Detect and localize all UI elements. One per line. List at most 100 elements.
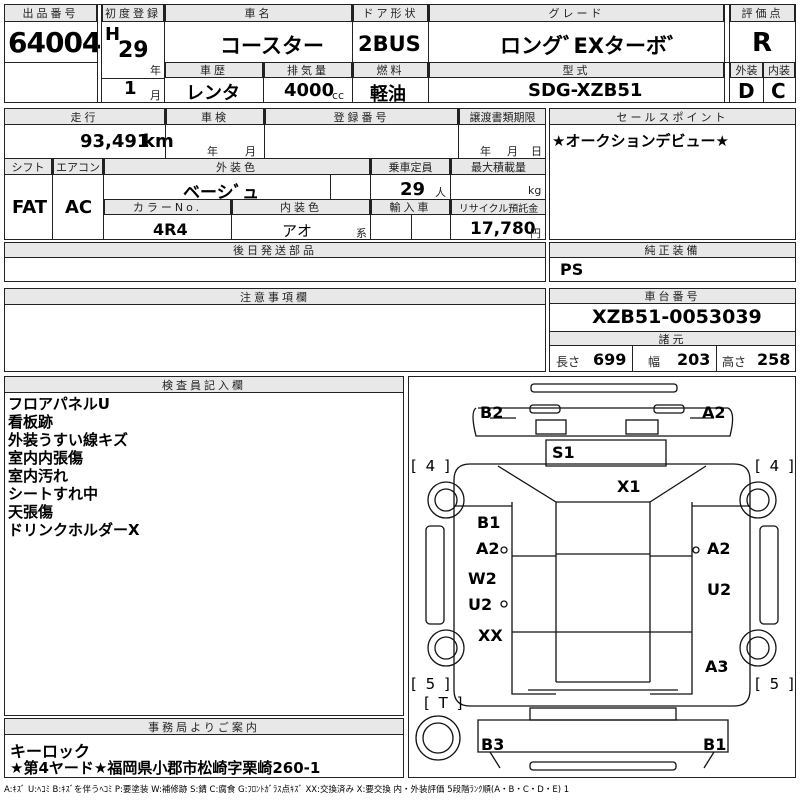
damage-mark: A2 bbox=[702, 403, 726, 422]
later-parts-label: 後日発送部品 bbox=[4, 242, 546, 258]
inspector-note: 天張傷 bbox=[8, 503, 54, 521]
length: 699 bbox=[593, 350, 627, 369]
inspector-note: シートすれ中 bbox=[8, 485, 99, 503]
sales-point-panel bbox=[549, 108, 796, 240]
inspection-label: 車検 bbox=[166, 108, 264, 125]
capacity-unit: 人 bbox=[435, 186, 446, 199]
damage-mark: S1 bbox=[552, 443, 575, 462]
exterior-grade: D bbox=[738, 79, 755, 103]
ext-color-label: 外装色 bbox=[104, 158, 370, 175]
ac-label: エアコン bbox=[53, 158, 103, 175]
fuel: 軽油 bbox=[370, 84, 406, 105]
score: R bbox=[752, 28, 773, 58]
recycle-fee: 17,780 bbox=[470, 219, 536, 239]
height: 258 bbox=[757, 350, 791, 369]
int-color: アオ bbox=[282, 222, 313, 240]
recycle-label: リサイクル預託金 bbox=[451, 199, 546, 215]
tr-month-unit: 月 bbox=[507, 145, 518, 158]
damage-mark: U2 bbox=[707, 580, 732, 599]
mileage-unit: km bbox=[143, 131, 174, 152]
damage-mark: B2 bbox=[480, 403, 504, 422]
office-line-1: キーロック bbox=[10, 742, 91, 761]
dims-label: 諸元 bbox=[549, 331, 796, 346]
chassis-number: XZB51-0053039 bbox=[592, 306, 762, 328]
lot-number: 64004 bbox=[8, 26, 101, 59]
inspector-panel bbox=[4, 376, 404, 716]
shift: FAT bbox=[12, 197, 48, 218]
spare-tire: [ T ] bbox=[424, 694, 465, 712]
recycle-unit: 円 bbox=[530, 227, 541, 240]
tire-depth: 4 bbox=[425, 457, 438, 475]
transfer-deadline-label: 譲渡書類期限 bbox=[459, 108, 546, 125]
inspector-note: フロアパネルU bbox=[8, 395, 110, 413]
tire-rear-right: [ 5 ] bbox=[755, 675, 796, 693]
tire-depth: 4 bbox=[769, 457, 782, 475]
height-label: 高さ bbox=[722, 355, 747, 369]
inspector-notes: フロアパネルU 看板跡 外装うすい線キズ 室内内張傷 室内汚れ シートすれ中 天… bbox=[8, 395, 140, 539]
reg-number-label: 登録番号 bbox=[265, 108, 458, 125]
reg-month: 1 bbox=[124, 78, 137, 99]
tire-front-right: [ 4 ] bbox=[755, 457, 796, 475]
inspector-label: 検査員記入欄 bbox=[4, 376, 404, 393]
month-unit: 月 bbox=[150, 89, 161, 102]
office-line-2: ★第4ヤード★福岡県小郡市松崎字栗崎260-1 bbox=[10, 759, 321, 777]
lot-number-label: 出品番号 bbox=[4, 4, 97, 22]
tr-year-unit: 年 bbox=[480, 145, 491, 158]
sales-point-label: セールスポイント bbox=[549, 108, 796, 125]
width: 203 bbox=[677, 350, 711, 369]
mileage-label: 走行 bbox=[4, 108, 165, 125]
spare-tire-label: T bbox=[438, 694, 450, 712]
door-label: ドア形状 bbox=[353, 4, 428, 22]
damage-mark: B1 bbox=[703, 735, 727, 754]
displacement-unit: cc bbox=[332, 89, 345, 102]
damage-mark: A3 bbox=[705, 657, 729, 676]
grade-label: グレード bbox=[429, 4, 724, 22]
inspector-note: 室内汚れ bbox=[8, 467, 69, 485]
sales-point: ★オークションデビュー★ bbox=[552, 132, 729, 150]
reg-year: 29 bbox=[118, 38, 149, 63]
displacement: 4000 bbox=[284, 80, 335, 101]
int-color-unit: 系 bbox=[356, 227, 367, 240]
car-name-label: 車名 bbox=[165, 4, 352, 22]
insp-year-unit: 年 bbox=[207, 145, 218, 158]
capacity-label: 乗車定員 bbox=[371, 158, 450, 175]
first-reg-label: 初度登録 bbox=[102, 4, 164, 22]
damage-mark: A2 bbox=[707, 539, 731, 558]
ac: AC bbox=[65, 197, 93, 218]
damage-mark: A2 bbox=[476, 539, 500, 558]
fuel-label: 燃料 bbox=[353, 62, 428, 78]
interior-grade: C bbox=[771, 79, 786, 103]
tire-front-left: [ 4 ] bbox=[411, 457, 452, 475]
damage-diagram-panel bbox=[408, 376, 796, 778]
capacity: 29 bbox=[400, 179, 426, 200]
mileage: 93,491 bbox=[80, 131, 150, 152]
genuine-equipment: PS bbox=[560, 260, 584, 279]
chassis-label: 車台番号 bbox=[549, 288, 796, 304]
genuine-label: 純正装備 bbox=[549, 242, 796, 258]
length-label: 長さ bbox=[556, 355, 581, 369]
width-label: 幅 bbox=[648, 355, 661, 369]
damage-mark: W2 bbox=[468, 569, 497, 588]
history: レンタ bbox=[186, 83, 240, 104]
model-label: 型式 bbox=[429, 62, 724, 78]
damage-mark: B3 bbox=[481, 735, 505, 754]
interior-label: 内装 bbox=[763, 62, 795, 78]
insp-month-unit: 月 bbox=[245, 145, 256, 158]
inspector-note: 外装うすい線キズ bbox=[8, 431, 129, 449]
int-color-label: 内装色 bbox=[232, 199, 370, 215]
tire-depth: 5 bbox=[769, 675, 782, 693]
shift-label: シフト bbox=[4, 158, 52, 175]
color-no: 4R4 bbox=[153, 220, 188, 239]
car-name: コースター bbox=[220, 34, 324, 58]
exterior-label: 外装 bbox=[730, 62, 763, 78]
damage-mark: U2 bbox=[468, 595, 493, 614]
damage-mark: XX bbox=[478, 626, 503, 645]
import-label: 輸入車 bbox=[371, 199, 450, 215]
era: H bbox=[105, 24, 121, 45]
tire-rear-left: [ 5 ] bbox=[411, 675, 452, 693]
model-code: SDG-XZB51 bbox=[528, 80, 643, 101]
score-label: 評価点 bbox=[730, 4, 795, 22]
max-load-label: 最大積載量 bbox=[451, 158, 546, 175]
inspector-note: ドリンクホルダーX bbox=[8, 521, 140, 539]
vehicle-diagram bbox=[415, 383, 779, 771]
